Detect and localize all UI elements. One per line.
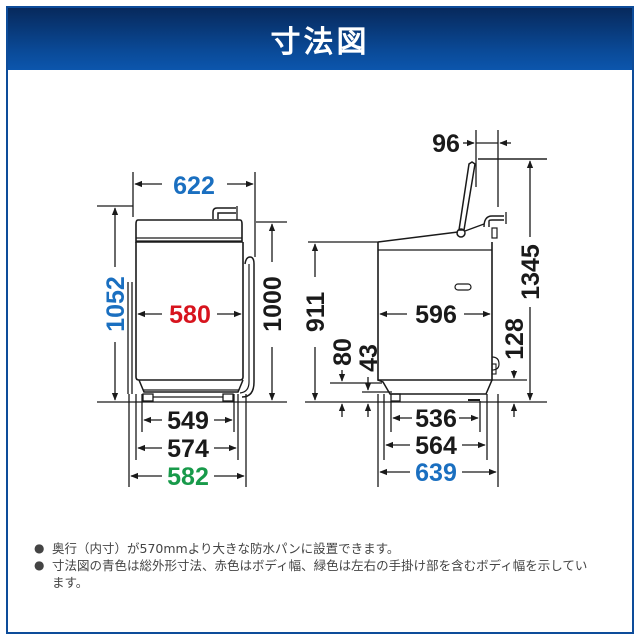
dim-body-height: 1000 [259,276,287,332]
side-view-washer [305,130,547,487]
dim-open-height: 1345 [517,244,545,300]
dim-front-foot: 43 [355,344,383,372]
header-bar: 寸法図 [8,8,632,70]
dim-front-clearance: 80 [329,338,357,366]
dim-total-width: 622 [173,172,215,200]
dim-foot-depth-outer: 564 [415,432,457,460]
dimension-diagram-frame: 寸法図 [6,6,634,634]
note-text: 奥行（内寸）が570mmより大きな防水パンに設置できます。 [52,541,400,556]
page-title: 寸法図 [270,25,370,60]
dim-top-height: 911 [302,292,330,332]
dim-body-width: 580 [169,301,211,329]
dim-foot-inner: 549 [167,407,209,435]
side-dimension-lines [311,139,534,476]
dim-foot-depth-inner: 536 [415,405,457,433]
dim-total-height: 1052 [102,276,130,332]
note-item: ● 寸法図の青色は総外形寸法、赤色はボディ幅、緑色は左右の手掛け部を含むボディ幅… [34,557,594,591]
dim-lid-offset: 96 [432,130,460,158]
dim-rear-clearance: 128 [501,318,529,360]
front-dimension-lines [111,180,276,480]
front-view-washer [97,172,287,487]
note-text: 寸法図の青色は総外形寸法、赤色はボディ幅、緑色は左右の手掛け部を含むボディ幅を示… [52,558,588,590]
note-item: ● 奥行（内寸）が570mmより大きな防水パンに設置できます。 [34,540,594,557]
dim-total-depth: 639 [415,459,457,487]
bullet-icon: ● [34,541,45,555]
notes: ● 奥行（内寸）が570mmより大きな防水パンに設置できます。 ● 寸法図の青色… [34,540,594,591]
dim-handle-width: 582 [167,463,209,491]
dim-foot-outer: 574 [167,435,209,463]
dim-body-depth: 596 [415,301,457,329]
bullet-icon: ● [34,558,45,572]
